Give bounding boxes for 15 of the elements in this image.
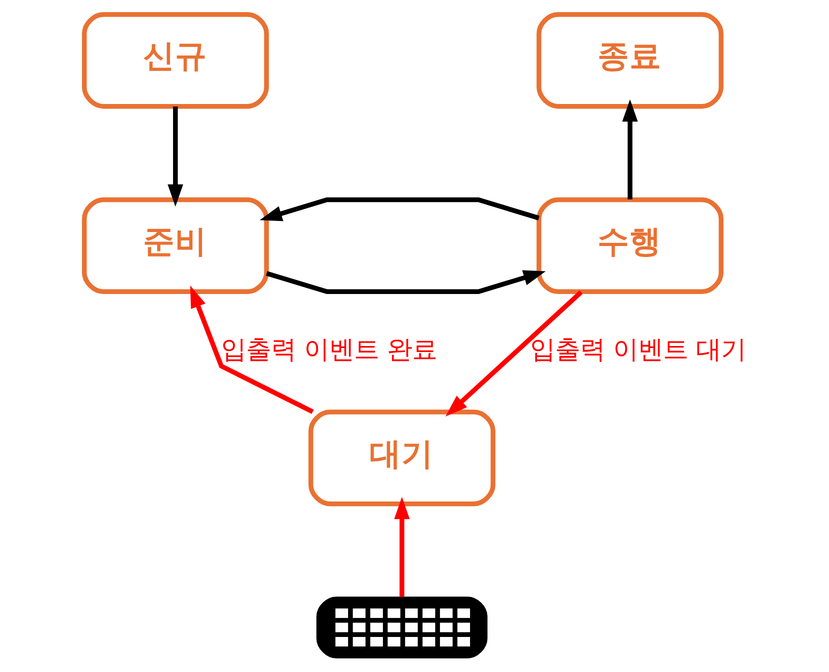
node-box: 종료 [536, 12, 723, 109]
arrow [259, 197, 540, 222]
node-box: 수행 [536, 197, 723, 294]
edge-label: 입출력 이벤트 대기 [529, 334, 746, 364]
edge-label: 입출력 이벤트 완료 [220, 334, 437, 364]
arrow [167, 106, 183, 207]
arrow [265, 270, 546, 294]
node-box: 대기 [308, 410, 495, 506]
arrow [622, 99, 638, 200]
node-box: 준비 [81, 197, 268, 294]
node-box: 신규 [81, 12, 268, 109]
arrow [394, 496, 410, 597]
arrow [190, 285, 314, 414]
node-keyboard [316, 596, 487, 658]
arrow [444, 290, 582, 416]
